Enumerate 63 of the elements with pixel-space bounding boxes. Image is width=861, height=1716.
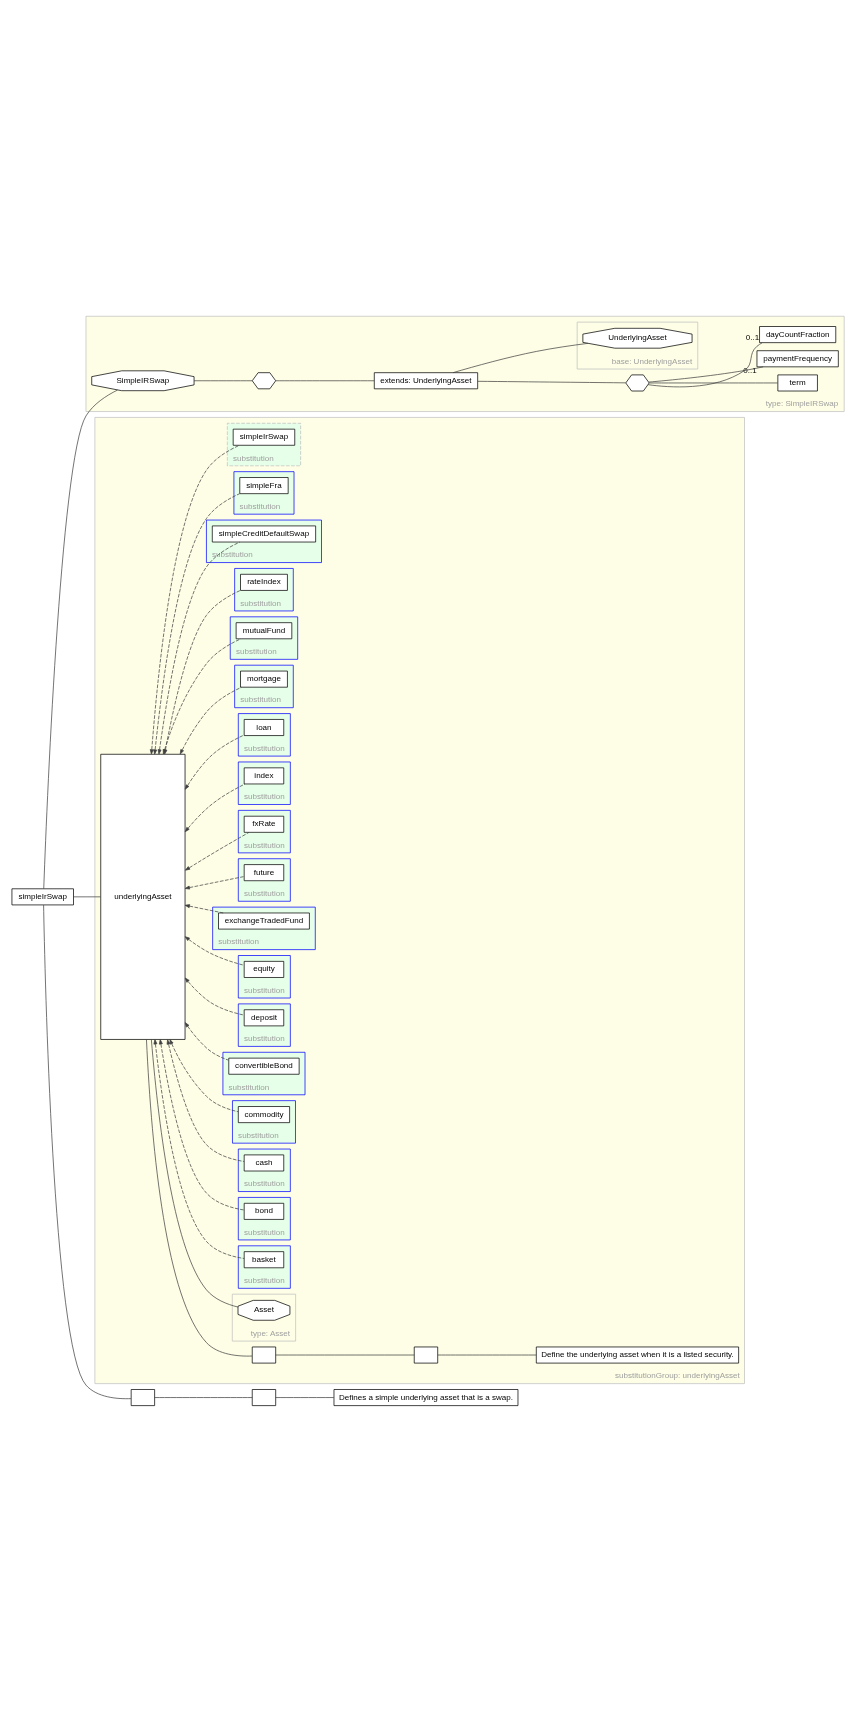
arrow xyxy=(184,876,244,890)
node-box: equity xyxy=(243,961,284,978)
node-label: 0..1 xyxy=(745,333,759,343)
node-box: loan xyxy=(243,719,284,736)
connector xyxy=(436,1354,536,1356)
node-box: rateIndex xyxy=(239,573,288,591)
node-box: simpleCreditDefaultSwap xyxy=(211,525,316,543)
node-box: mutualFund xyxy=(235,622,292,640)
node-box: fxRate xyxy=(243,815,284,833)
node-box: simpleIrSwap xyxy=(11,888,74,906)
connector xyxy=(150,1039,238,1308)
node-box: deposit xyxy=(243,1009,284,1027)
node-box: convertibleBond xyxy=(227,1057,299,1075)
connector xyxy=(647,366,764,383)
connector xyxy=(648,382,778,384)
arrow xyxy=(166,1039,244,1162)
node-box: exchangeTradedFund xyxy=(217,912,310,930)
node-box: dayCountFraction xyxy=(758,326,836,343)
connector xyxy=(452,343,588,374)
arrow xyxy=(184,783,245,833)
connector xyxy=(42,389,118,890)
arrow xyxy=(179,686,242,755)
arrow xyxy=(158,1039,244,1211)
node-box: basket xyxy=(243,1251,284,1269)
arrow xyxy=(184,977,244,1016)
connector xyxy=(476,380,626,384)
node-box: mortgage xyxy=(239,670,288,688)
arrow xyxy=(169,1039,238,1113)
arrow xyxy=(184,832,249,871)
arrow xyxy=(184,904,224,914)
node-box: underlyingAsset xyxy=(99,753,185,1040)
arrow xyxy=(184,1022,229,1061)
connector xyxy=(274,1397,334,1398)
arrow xyxy=(153,1039,244,1259)
connector xyxy=(647,342,763,388)
node-box: bond xyxy=(243,1202,284,1220)
node-box: Define the underlying asset when it is a listed security. xyxy=(535,1346,739,1364)
node-hexagon xyxy=(251,372,276,390)
node-box: extends: UnderlyingAsset xyxy=(373,372,478,390)
connector xyxy=(274,380,374,382)
node-box: paymentFrequency xyxy=(756,350,839,368)
node-box: term xyxy=(777,374,818,392)
node-label: 0..1 xyxy=(742,366,757,376)
node-box: simpleIrSwap xyxy=(232,428,295,446)
node-box xyxy=(130,1389,155,1406)
connector xyxy=(153,1397,253,1398)
node-box xyxy=(413,1346,438,1364)
connector xyxy=(145,1039,252,1357)
node-box xyxy=(251,1389,276,1406)
node-box: Defines a simple underlying asset that is a swap. xyxy=(333,1389,518,1406)
arrow xyxy=(184,936,244,966)
connector xyxy=(193,380,253,382)
connector xyxy=(72,896,101,898)
connector xyxy=(42,904,131,1400)
node-box: cash xyxy=(243,1154,284,1172)
node-box: commodity xyxy=(237,1106,290,1123)
connector xyxy=(274,1354,414,1356)
node-box: future xyxy=(243,864,284,882)
node-box: index xyxy=(243,767,284,785)
arrow xyxy=(184,734,244,790)
node-box xyxy=(251,1346,276,1364)
node-hexagon xyxy=(624,374,650,392)
node-box: simpleFra xyxy=(238,477,289,495)
